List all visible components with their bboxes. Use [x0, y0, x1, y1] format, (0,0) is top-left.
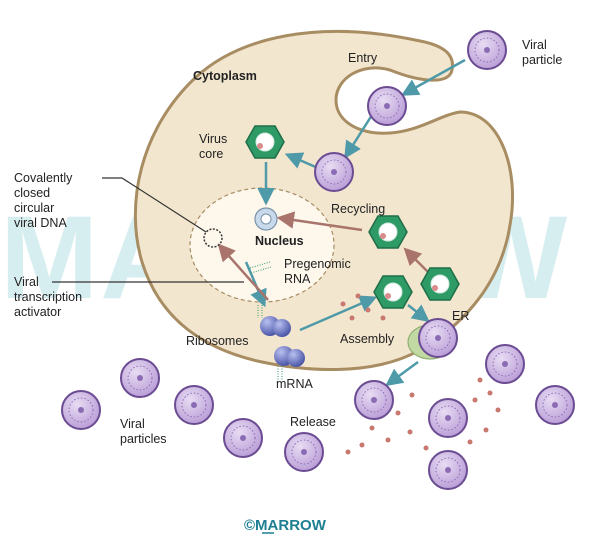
arrow-uncoating [344, 114, 374, 159]
label-entry: Entry [348, 51, 378, 65]
cccdna-circle [203, 228, 223, 248]
virus-core-icon-3 [420, 267, 460, 301]
viral-particle-icon-r3 [428, 398, 468, 438]
viral-particle-icon-r4 [535, 385, 575, 425]
label-viral-particles: Viral particles [120, 417, 167, 446]
viral-particle-icon-l2 [174, 385, 214, 425]
label-assembly: Assembly [340, 332, 395, 346]
arrow-to-virus-core [284, 152, 319, 170]
arrow-to-er [407, 304, 430, 323]
arrow-entry [400, 58, 466, 96]
footer-copyright: ©MARROW [244, 517, 327, 534]
ribosome-icon-1 [260, 316, 291, 337]
viral-particle-icon-r1 [354, 380, 394, 420]
secreted-dots [340, 293, 501, 455]
label-ribosomes: Ribosomes [186, 334, 249, 348]
viral-particle-icon-r5 [428, 450, 468, 490]
label-mrna: mRNA [276, 377, 313, 391]
arrow-rna-export [244, 261, 267, 308]
label-virus-core: Virus core [199, 132, 231, 161]
label-cytoplasm: Cytoplasm [193, 69, 257, 83]
viral-particle-icon-l4 [223, 418, 263, 458]
pathway-arrows [217, 58, 466, 387]
label-nucleus: Nucleus [255, 234, 304, 248]
arrow-pgrna-to-cccdna [217, 243, 269, 301]
rna-strands-icon [249, 261, 283, 380]
arrow-release [385, 360, 419, 387]
viral-particle-icon-entry [367, 86, 407, 126]
label-viral-particle: Viral particle [522, 38, 562, 67]
label-release: Release [290, 415, 336, 429]
label-recycling: Recycling [331, 202, 385, 216]
virus-core-icon-1 [245, 125, 285, 159]
viral-particle-icon-l3 [61, 390, 101, 430]
virus-core-icon-assembly [373, 275, 413, 309]
viral-particle-icon-l1 [120, 358, 160, 398]
label-cccdna: Covalently closed circular viral DNA [14, 171, 76, 230]
viral-particle-icon-outside [467, 30, 507, 70]
label-pregenomic-rna: Pregenomic RNA [284, 257, 354, 286]
viral-particle-icon-assembly [418, 318, 458, 358]
label-transcription-activator: Viral transcription activator [14, 275, 86, 319]
arrow-recycling-to-nucleus [276, 211, 363, 232]
viral-particle-icon-r2 [485, 344, 525, 384]
ribosome-icon-2 [274, 346, 305, 367]
label-er: ER [452, 309, 469, 323]
virus-core-icon-recycling [368, 215, 408, 249]
arrow-ribosome-to-assembly [299, 295, 378, 332]
nuclear-core-icon [254, 207, 278, 231]
viral-particle-icon-l5 [284, 432, 324, 472]
leader-lines [52, 177, 244, 283]
arrow-recycle-up [403, 247, 429, 273]
viral-particle-icon-uncoating [314, 152, 354, 192]
